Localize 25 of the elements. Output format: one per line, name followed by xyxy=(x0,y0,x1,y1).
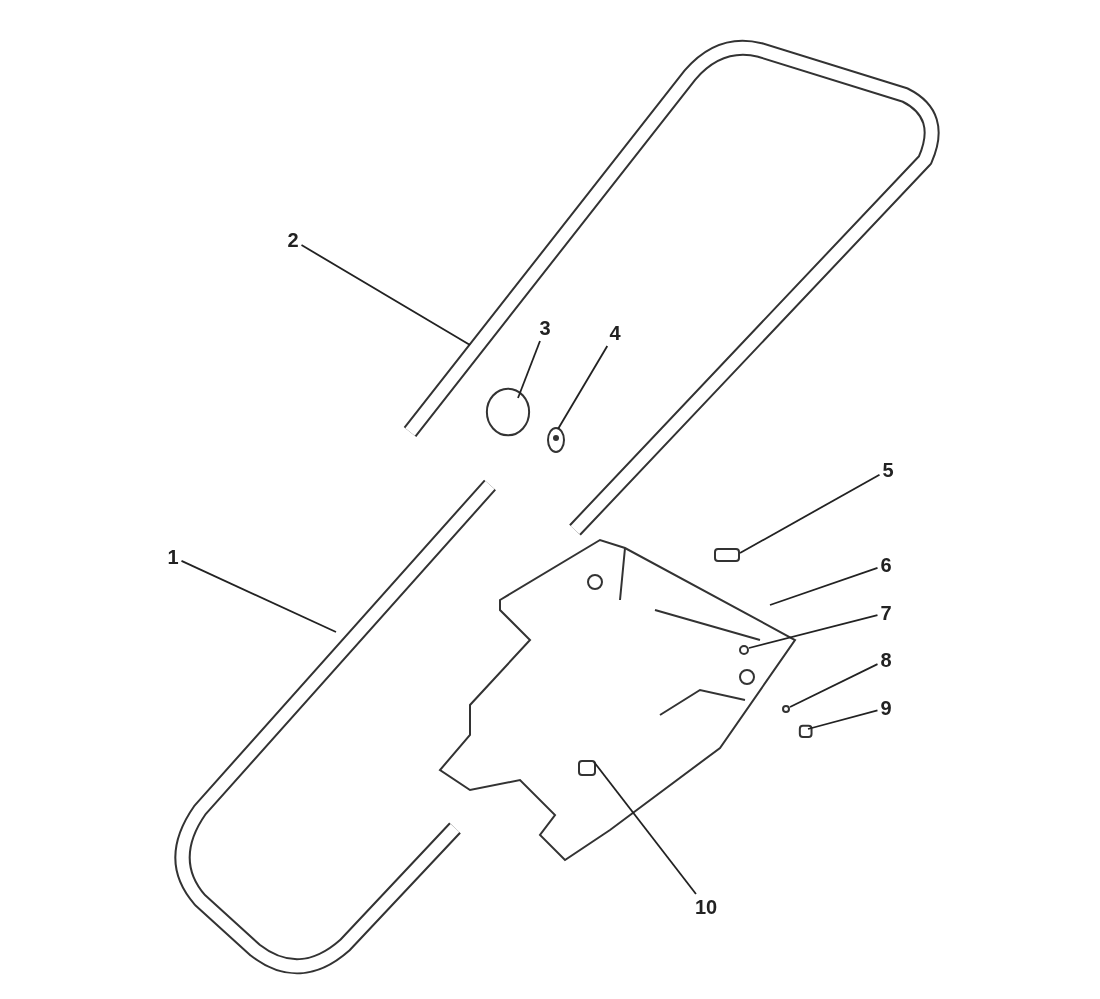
callout-number: 4 xyxy=(609,322,621,344)
leader-line xyxy=(789,663,879,708)
base-plate-drawing xyxy=(438,538,797,862)
callout-number: 3 xyxy=(539,317,551,339)
callout-number: 5 xyxy=(882,459,894,481)
callout-number: 6 xyxy=(880,554,892,576)
leader-line xyxy=(557,345,609,430)
callout-number: 2 xyxy=(287,229,299,251)
leader-line xyxy=(517,340,541,399)
leader-line xyxy=(739,473,881,554)
bolt-drawing xyxy=(714,548,740,562)
leader-line xyxy=(748,614,879,649)
leader-line xyxy=(593,761,697,895)
leader-line xyxy=(807,709,879,730)
leader-line xyxy=(769,567,879,606)
callout-number: 7 xyxy=(880,602,892,624)
leader-line xyxy=(180,560,337,633)
callout-number: 9 xyxy=(880,697,892,719)
leader-line xyxy=(300,244,471,346)
lock-washer-drawing xyxy=(782,705,790,713)
callout-number: 10 xyxy=(695,896,718,918)
callout-number: 8 xyxy=(880,649,892,671)
upper-handle-drawing xyxy=(403,40,940,536)
screw-drawing xyxy=(798,724,813,738)
callout-number: 1 xyxy=(167,546,179,568)
